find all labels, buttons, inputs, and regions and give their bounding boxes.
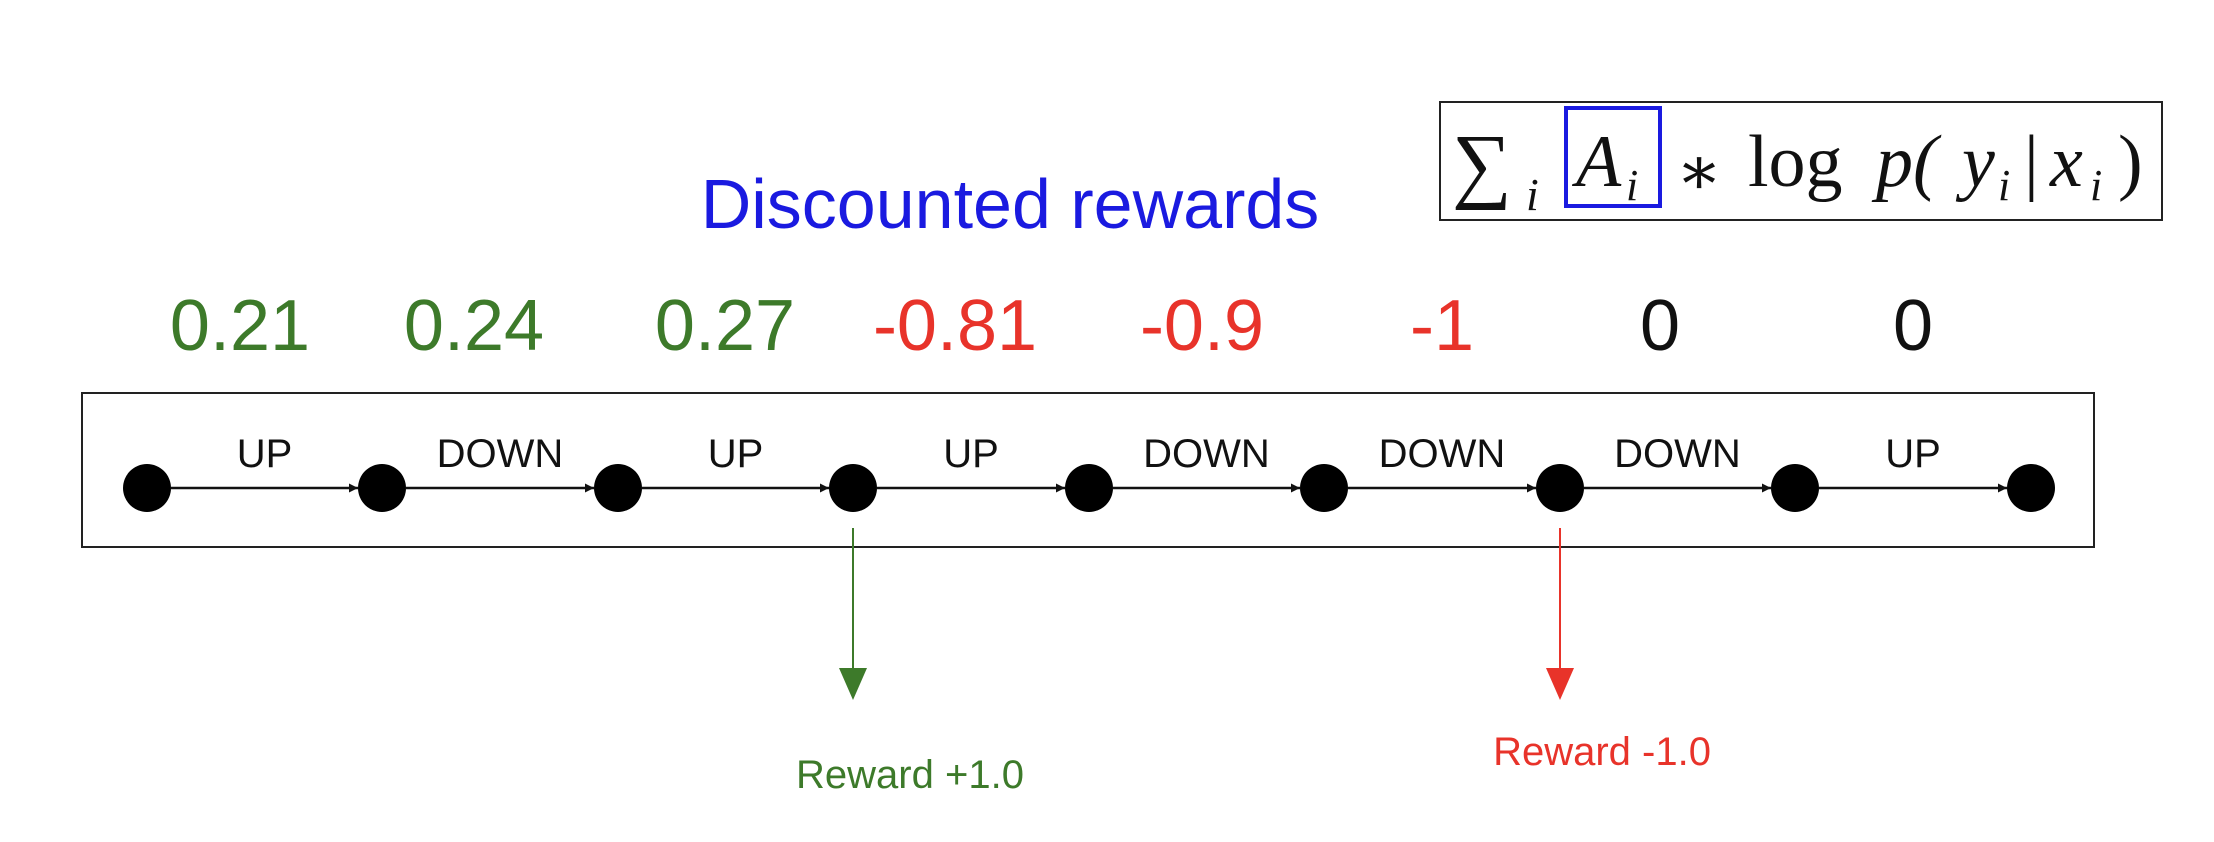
discounted-values: 0.21 0.24 0.27 -0.81 -0.9 -1 0 0 — [170, 286, 1933, 366]
state-node — [358, 464, 406, 512]
discounted-value: 0 — [1640, 286, 1680, 366]
conditional-bar: | — [2024, 121, 2039, 203]
sum-index: i — [1526, 169, 1539, 220]
state-node — [594, 464, 642, 512]
reward-arrow-head — [1546, 668, 1574, 700]
y-letter: y — [1955, 121, 1995, 203]
trajectory: UP DOWN UP UP DOWN DOWN DOWN UP — [123, 432, 2055, 512]
discounted-value: -0.81 — [873, 286, 1037, 366]
discounted-value: -0.9 — [1140, 286, 1264, 366]
action-label: DOWN — [1143, 432, 1270, 476]
sum-symbol: ∑ — [1452, 118, 1512, 211]
advantage-letter: A — [1571, 121, 1622, 203]
rewards: Reward +1.0 Reward -1.0 — [796, 528, 1711, 797]
policy-gradient-formula: ∑ i A i ∗ log p( y i | x i ) — [1439, 101, 2163, 221]
action-label: UP — [708, 432, 764, 476]
reward-label: Reward +1.0 — [796, 753, 1024, 797]
reward-label: Reward -1.0 — [1493, 730, 1711, 774]
state-node — [1536, 464, 1584, 512]
y-index: i — [1998, 161, 2010, 210]
state-node — [1771, 464, 1819, 512]
discounted-value: 0 — [1893, 286, 1933, 366]
formula-frame — [1439, 101, 2163, 221]
reward-arrow-head — [839, 668, 867, 700]
close-paren: ) — [2118, 121, 2143, 203]
action-label: DOWN — [437, 432, 564, 476]
discounted-value: 0.24 — [404, 286, 544, 366]
discounted-value: 0.21 — [170, 286, 310, 366]
log-word: log — [1748, 121, 1843, 203]
state-node — [2007, 464, 2055, 512]
action-label: UP — [237, 432, 293, 476]
x-index: i — [2090, 161, 2102, 210]
state-node — [123, 464, 171, 512]
state-node — [1300, 464, 1348, 512]
action-label: UP — [943, 432, 999, 476]
discounted-value: 0.27 — [655, 286, 795, 366]
diagram-title: Discounted rewards — [701, 165, 1320, 243]
x-letter: x — [2049, 121, 2083, 203]
state-node — [829, 464, 877, 512]
advantage-highlight-box — [1564, 106, 1662, 208]
advantage-index: i — [1626, 161, 1638, 210]
multiply-operator: ∗ — [1676, 133, 1722, 209]
action-label: UP — [1885, 432, 1941, 476]
discounted-value: -1 — [1410, 286, 1474, 366]
action-label: DOWN — [1614, 432, 1741, 476]
action-label: DOWN — [1379, 432, 1506, 476]
prob-prefix: p( — [1871, 121, 1942, 203]
state-node — [1065, 464, 1113, 512]
